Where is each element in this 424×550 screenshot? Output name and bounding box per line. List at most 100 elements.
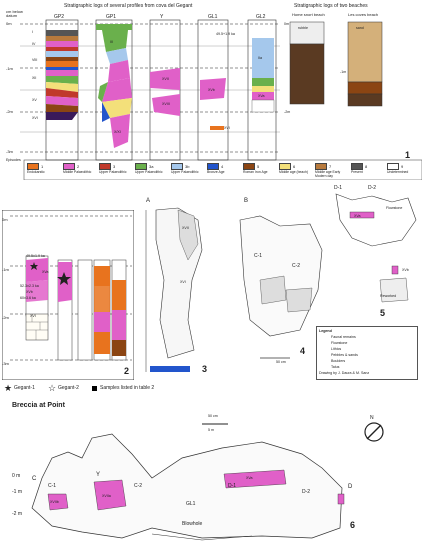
- legend-swatch-2: [63, 163, 75, 170]
- unit-label-gp2-1: I: [32, 30, 33, 34]
- panel5-label-xva: XVa: [354, 214, 361, 218]
- legend-swatch-9: [387, 163, 399, 170]
- panel6-label-xviia: XVIIa: [102, 494, 111, 498]
- legend-swatch-8: [351, 163, 363, 170]
- beaches-title: Stratigraphic logs of two beaches: [294, 3, 368, 9]
- beach-depth-2: -2m: [284, 110, 291, 114]
- legend-label: Middle Palaeolithic: [63, 170, 92, 174]
- stratigraphic-logs-drawing: [20, 19, 422, 180]
- panel-6: Breccia at Point C C-1 Y C-2 D-1 D-2 D G…: [2, 398, 422, 548]
- legend-label: Undetermined: [387, 170, 409, 174]
- panel6-label-xviib: XVIIb: [50, 500, 59, 504]
- unit-label-gp2-15: XV: [32, 98, 37, 102]
- unit-label-gp2-4: IV: [32, 42, 36, 46]
- panel6-depth-1: -1 m: [12, 489, 22, 495]
- panel-number-1: 1: [405, 150, 411, 160]
- unit-label-gl2-iia: IIa: [258, 56, 262, 60]
- panel6-label-d: D: [348, 484, 353, 490]
- panel6-label-c1: C-1: [48, 483, 57, 489]
- figure-key: ★ Gegant-1 ☆ Gegant-2 Samples listed in …: [4, 384, 204, 396]
- panel2-annotation-xvi: XVI: [30, 314, 36, 318]
- panel5-legend-item-2: Flowstone: [331, 341, 348, 345]
- unit-label-gp2-12: XII: [32, 76, 37, 80]
- sample-square-icon: [92, 386, 97, 391]
- panel6-label-c: C: [32, 476, 37, 482]
- panel6-depth-2: -2 m: [12, 511, 22, 517]
- star-gegant-2-icon: ☆: [48, 383, 57, 393]
- panel5-label-reworked: Reworked: [380, 294, 397, 298]
- beach-depth-1: -1m: [340, 70, 347, 74]
- panel5-legend-item-1: Faunal remains: [331, 335, 356, 339]
- legend-label: Endokarstic: [27, 170, 45, 174]
- legend-number: 1: [41, 164, 44, 169]
- panel2-annotation-age2: 52.3±2.3 ka: [20, 284, 39, 288]
- panel4-label-c1: C-1: [254, 253, 263, 259]
- panel6-label-blowhole: Blowhole: [182, 521, 203, 527]
- column-annotation: 49.5+1.9 ka: [216, 32, 235, 36]
- panel5-legend-item-3: Lithics: [331, 347, 342, 351]
- panel2-annotation-xvb: XVb: [26, 290, 33, 294]
- legend-label: Bronze Age: [207, 170, 225, 174]
- key-gegant-2: Gegant-2: [58, 385, 79, 391]
- legend-number: 8: [365, 164, 368, 169]
- depth-tick-2: -2m: [6, 109, 13, 114]
- panel5-legend-title: Legend: [319, 329, 332, 333]
- panel-4: B C-1 C-2 50 cm 4: [230, 180, 330, 380]
- panel5-label-d2: D-2: [368, 185, 377, 191]
- legend-label: Present: [351, 170, 363, 174]
- panel6-scale-50cm: 50 cm: [208, 414, 218, 418]
- panel4-label-c2: C-2: [292, 263, 301, 269]
- unit-label-gl1-xvb: XVb: [208, 88, 215, 92]
- legend-label: Upper Palaeolithic: [99, 170, 127, 174]
- beach-column-2: Les coves beach: [348, 12, 379, 17]
- panel6-title: Breccia at Point: [12, 402, 65, 409]
- beach-label-rubble: rubble: [298, 26, 308, 30]
- key-samples: Samples listed in table 2: [100, 385, 155, 391]
- legend-swatch-3: [99, 163, 111, 170]
- depth-tick-0: 0m: [6, 21, 12, 26]
- legend-swatch-7: [315, 163, 327, 170]
- legend-number: 9: [401, 164, 404, 169]
- panel6-label-xva: XVa: [246, 476, 253, 480]
- legend-number: 4: [221, 164, 224, 169]
- panel-number-2: 2: [124, 366, 130, 376]
- legend-swatch-5: [243, 163, 255, 170]
- panel5-label-xvb: XVb: [402, 268, 409, 272]
- column-gl2: GL2: [256, 14, 266, 20]
- legend-number: 3a: [149, 164, 154, 169]
- panel-2: 0m -1m -2m -3m 49.5±1.9 ka XVa 52.3±2.3 …: [2, 210, 134, 380]
- depth-tick-3: -3m: [6, 149, 13, 154]
- panel5-legend-item-5: Boulders: [331, 359, 346, 363]
- legend-number: 2: [77, 164, 80, 169]
- panel5-label-d1: D-1: [334, 185, 343, 191]
- beach-depth-0: 0m: [284, 22, 289, 26]
- profiles-title: Stratigraphic logs of several profiles f…: [64, 3, 193, 9]
- panel3-label-a: A: [146, 198, 151, 204]
- legend-swatch-1: [27, 163, 39, 170]
- beach-label-sand: sand: [356, 26, 364, 30]
- column-gp1: GP1: [106, 14, 117, 20]
- legend-label: Upper Palaeolithic: [171, 170, 199, 174]
- panel5-label-flowstone: Flowstone: [386, 206, 403, 210]
- panel2-annotation-xva: XVa: [42, 270, 49, 274]
- panel2-depth-3: -3m: [2, 361, 9, 366]
- legend-heading: Episodes: [6, 158, 21, 162]
- panel6-scale-5m: 5 m: [208, 428, 214, 432]
- column-gp2: GP2: [54, 14, 65, 20]
- unit-label-gp2-16: XVI: [32, 116, 38, 120]
- star-gegant-1-icon: ★: [4, 383, 13, 393]
- panel6-label-d1: D-1: [228, 483, 237, 489]
- column-gl1: GL1: [208, 14, 218, 20]
- legend-number: 6: [293, 164, 296, 169]
- unit-label-gp2-8: VIII: [32, 58, 38, 62]
- panel5-legend-item-6: Talus: [331, 365, 340, 369]
- legend-swatch-3a: [135, 163, 147, 170]
- panel5-legend-item-4: Pebbles & sands: [331, 353, 358, 357]
